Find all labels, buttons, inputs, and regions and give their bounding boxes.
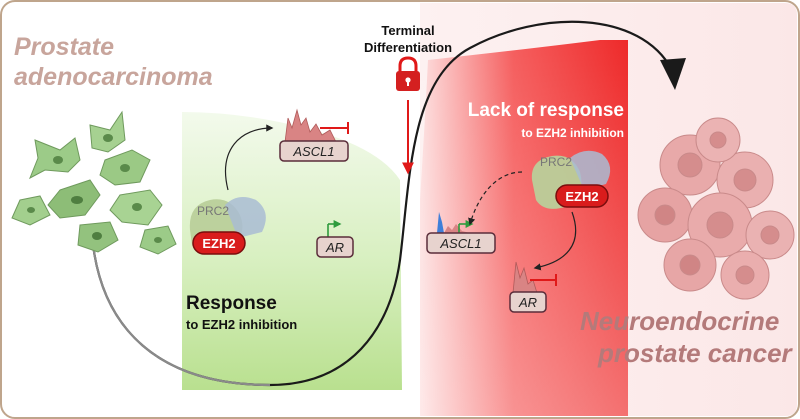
terminal-line2: Differentiation xyxy=(364,40,452,55)
ascl1-label-left: ASCL1 xyxy=(292,144,334,159)
response-panel xyxy=(182,112,402,390)
left-title-line1: Prostate xyxy=(14,33,114,61)
ezh2-pill-left xyxy=(192,231,246,255)
lock-icon xyxy=(396,56,420,91)
trajectory-curve-start xyxy=(90,234,271,387)
ascl1-label-right: ASCL1 xyxy=(439,236,481,251)
ar-peaks-right xyxy=(512,261,538,294)
left-title-line2: adenocarcinoma xyxy=(14,63,213,91)
lack-response-title: Lack of response xyxy=(468,100,624,121)
lack-response-panel-fade xyxy=(420,40,628,416)
ar-label-left: AR xyxy=(325,240,344,255)
ar-label-right: AR xyxy=(518,295,537,310)
ascl1-peaks-left xyxy=(284,108,337,143)
response-title: Response xyxy=(186,293,277,314)
ar-gene-box-left xyxy=(316,236,354,258)
prc2-label-right: PRC2 xyxy=(540,155,572,169)
ezh2-label-left: EZH2 xyxy=(202,236,235,251)
right-title-line1: Neuroendocrine xyxy=(580,306,779,336)
right-title-line2: prostate cancer xyxy=(597,338,794,368)
lack-response-subtitle: to EZH2 inhibition xyxy=(521,126,624,140)
response-subtitle: to EZH2 inhibition xyxy=(186,317,297,332)
ascl1-gene-box-left xyxy=(279,140,349,162)
adenocarcinoma-cells-illustration xyxy=(11,110,177,255)
ezh2-label-right: EZH2 xyxy=(565,189,598,204)
ascl1-small-peaks-right xyxy=(444,224,470,233)
ezh2-pill-right xyxy=(555,184,609,208)
ascl1-gene-box-right xyxy=(426,232,496,254)
terminal-line1: Terminal xyxy=(381,23,434,38)
trajectory-arrowhead xyxy=(660,58,686,90)
prc2-label-left: PRC2 xyxy=(197,204,229,218)
ar-gene-box-right xyxy=(509,291,547,313)
ascl1-peak-right xyxy=(437,212,444,233)
prc2-to-ascl1-arrow xyxy=(224,124,274,191)
neuroendocrine-cells-illustration xyxy=(637,117,795,300)
ezh2-to-ar-arrow xyxy=(533,211,577,271)
